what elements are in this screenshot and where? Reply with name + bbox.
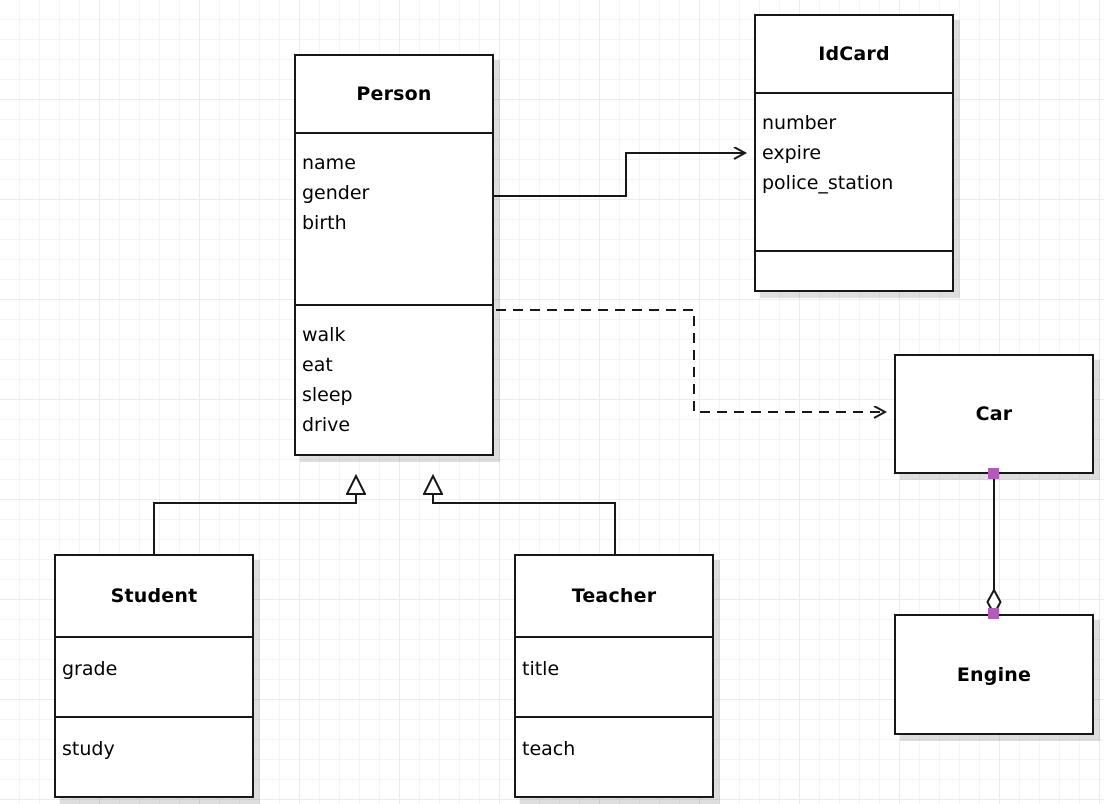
method-item: drive [302,414,351,437]
attribute-item: police_station [762,172,894,195]
attribute-item: title [522,658,560,680]
class-box-person[interactable]: Person name gender birth walk eat sleep … [294,54,494,456]
connector-handle-source[interactable] [988,468,999,479]
edge-teacher-person[interactable] [433,476,616,554]
edge-student-person[interactable] [153,476,356,554]
method-item: eat [302,354,333,377]
methods-person: walk eat sleep drive [296,304,492,454]
method-item: teach [522,738,576,760]
methods-student: study [56,716,252,796]
connector-handle-target[interactable] [988,608,999,619]
method-item: sleep [302,384,353,407]
edge-person-idcard[interactable] [494,153,745,197]
class-title: IdCard [818,43,890,65]
class-name-idcard: IdCard [756,16,952,92]
class-title: Car [975,403,1013,425]
methods-idcard [756,250,952,290]
methods-teacher: teach [516,716,712,796]
class-name-engine: Engine [896,616,1092,733]
class-title: Person [356,83,432,105]
class-box-teacher[interactable]: Teacher title teach [514,554,714,798]
attribute-item: name [302,152,356,174]
method-item: study [62,738,115,760]
class-name-teacher: Teacher [516,556,712,636]
attributes-person: name gender birth [296,132,492,304]
attributes-student: grade [56,636,252,716]
class-box-student[interactable]: Student grade study [54,554,254,798]
class-box-car[interactable]: Car [894,354,1094,474]
class-name-student: Student [56,556,252,636]
class-box-idcard[interactable]: IdCard number expire police_station [754,14,954,292]
class-title: Student [110,585,198,607]
method-item: walk [302,324,346,346]
class-title: Teacher [571,585,657,607]
class-title: Engine [956,663,1032,686]
class-name-car: Car [896,356,1092,472]
attribute-item: grade [62,658,118,680]
attribute-item: gender [302,182,370,205]
attributes-teacher: title [516,636,712,716]
edge-person-car[interactable] [496,309,885,412]
attribute-item: expire [762,142,822,165]
attribute-item: number [762,112,837,134]
attributes-idcard: number expire police_station [756,92,952,250]
class-name-person: Person [296,56,492,132]
class-box-engine[interactable]: Engine [894,614,1094,735]
attribute-item: birth [302,212,347,235]
